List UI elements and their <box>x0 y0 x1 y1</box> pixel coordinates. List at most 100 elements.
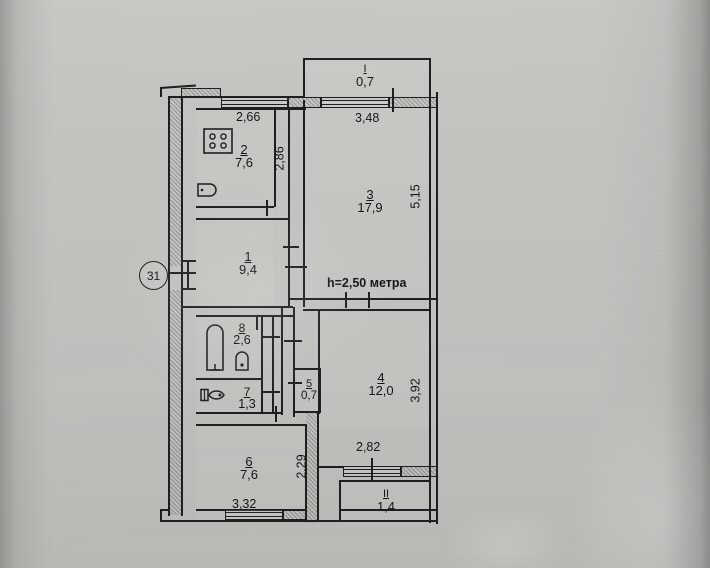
dim-balcony2-window: 2,82 <box>356 440 381 454</box>
door-tick-hall-living <box>283 246 299 248</box>
room-fill-5 <box>297 369 321 412</box>
wall-room6-top <box>196 424 306 426</box>
room-area-5: 0,7 <box>301 390 317 402</box>
window-living-bar1 <box>322 100 388 102</box>
room-fill-8 <box>197 316 262 378</box>
dim-room6-depth: 2,29 <box>294 454 309 479</box>
balcony-fill-2 <box>339 480 431 523</box>
room-number-2: 2 <box>240 142 248 157</box>
window-kitchen-frame <box>221 97 288 108</box>
wall-room6-right <box>305 424 307 520</box>
wall-closet-top <box>295 368 321 370</box>
outer-wall-right-outer <box>436 92 438 524</box>
room-fill-4 <box>318 312 430 430</box>
room-area-6: 7,6 <box>239 467 259 482</box>
balcony2-wall-top <box>339 480 431 482</box>
window-room6-bar2 <box>226 516 282 518</box>
outer-wall-bottom-right <box>339 509 437 511</box>
wall-hall-bath <box>181 306 293 308</box>
room-area-2: 7,6 <box>234 155 254 170</box>
room-area-4: 12,0 <box>368 383 394 398</box>
room-number-8: 8 <box>238 321 246 335</box>
dim-kitchen-window: 2,66 <box>236 110 261 124</box>
door-tick-kitchen <box>266 200 268 216</box>
entrance-jamb-top <box>181 260 196 262</box>
room-label-3: 3 17,9 <box>350 188 390 215</box>
wall-living-bedroom-inner <box>303 309 431 311</box>
entrance-marker[interactable]: 31 <box>139 261 168 290</box>
pier-left-bottom <box>168 290 181 515</box>
room-fill-1 <box>197 220 274 307</box>
dim-bedroom-depth: 3,92 <box>408 378 423 403</box>
door-tick-toilet <box>262 391 280 393</box>
room-label-2: 2 7,6 <box>226 143 262 170</box>
wall-bedroom-left <box>318 309 320 414</box>
door-tick-room6 <box>275 406 277 422</box>
dim-living-depth: 5,15 <box>408 184 423 209</box>
balcony1-door-tick <box>392 88 394 112</box>
door-tick-hall-living2 <box>285 266 307 268</box>
room-area-3: 17,9 <box>357 200 383 215</box>
outer-wall-bottom <box>168 520 438 522</box>
outer-wall-left <box>168 96 170 516</box>
room-number-7: 7 <box>243 385 251 399</box>
wall-center-vertical-2 <box>288 108 290 207</box>
wall-hall-bath-inner <box>196 315 293 317</box>
outer-wall-top-inner <box>196 108 306 110</box>
sill-slab-c <box>181 88 221 97</box>
wall-jog-bottom <box>160 509 162 521</box>
wall-closet-bottom <box>295 411 321 413</box>
balcony1-wall-left <box>303 58 305 98</box>
dim-room6-width: 3,32 <box>232 497 257 511</box>
balcony2-door-tick <box>371 458 373 482</box>
window-room6-frame <box>225 509 283 520</box>
room-number-1: 1 <box>244 249 252 264</box>
room-area-8: 2,6 <box>233 333 251 347</box>
balcony2-sill-slab <box>401 466 437 477</box>
washbasin-icon <box>235 351 249 371</box>
room-label-8: 8 2,6 <box>227 322 257 347</box>
balcony-label-2: II 1,4 <box>366 489 406 514</box>
wall-jog-top-link <box>168 96 182 98</box>
wall-jog-bottom-link <box>160 509 170 511</box>
ceiling-height-note: h=2,50 метра <box>327 276 407 290</box>
wall-corridor-left <box>281 307 283 415</box>
room-area-1: 9,4 <box>238 262 258 277</box>
wall-bath-right-outer <box>272 316 274 413</box>
bathtub-icon <box>206 324 224 371</box>
room-number-4: 4 <box>377 370 385 385</box>
room-fill-2 <box>197 109 274 220</box>
wall-kitchen-hall-inner <box>196 218 288 220</box>
balcony-area-2: 1,4 <box>376 499 396 514</box>
door-tick-entrance <box>168 272 196 274</box>
room-area-7: 1,3 <box>238 397 256 411</box>
wall-bedroom-bottom <box>318 466 343 468</box>
wall-center-vertical-4 <box>303 100 305 307</box>
room-number-6: 6 <box>245 454 253 469</box>
room-label-1: 1 9,4 <box>230 250 266 277</box>
room6-sill-slab <box>283 509 307 520</box>
window-room6-bar1 <box>226 512 282 514</box>
bath-door-jamb <box>256 316 258 330</box>
dim-kitchen-depth: 2,86 <box>272 146 287 171</box>
wall-bath-right <box>261 316 263 413</box>
room-label-7: 7 1,3 <box>232 386 262 411</box>
door-tick-bedroom4 <box>368 292 370 308</box>
door-tick-corridor <box>284 340 302 342</box>
wall-kitchen-hall <box>196 206 274 208</box>
door-tick-bedroom4b <box>345 292 347 308</box>
window-kitchen-bar1 <box>222 100 287 102</box>
room-label-4: 4 12,0 <box>360 371 402 398</box>
entrance-marker-label: 31 <box>146 268 161 283</box>
balcony1-wall-top <box>303 58 431 60</box>
wall-center-vertical <box>274 108 276 207</box>
wall-toilet-bottom <box>196 412 281 414</box>
balcony1-wall-right <box>429 58 431 98</box>
toilet-icon <box>200 388 225 402</box>
pier-room6-right <box>306 413 318 523</box>
door-tick-bath <box>262 336 280 338</box>
wall-living-bedroom <box>289 298 437 300</box>
door-tick-closet <box>288 382 302 384</box>
dim-living-window: 3,48 <box>355 111 380 125</box>
